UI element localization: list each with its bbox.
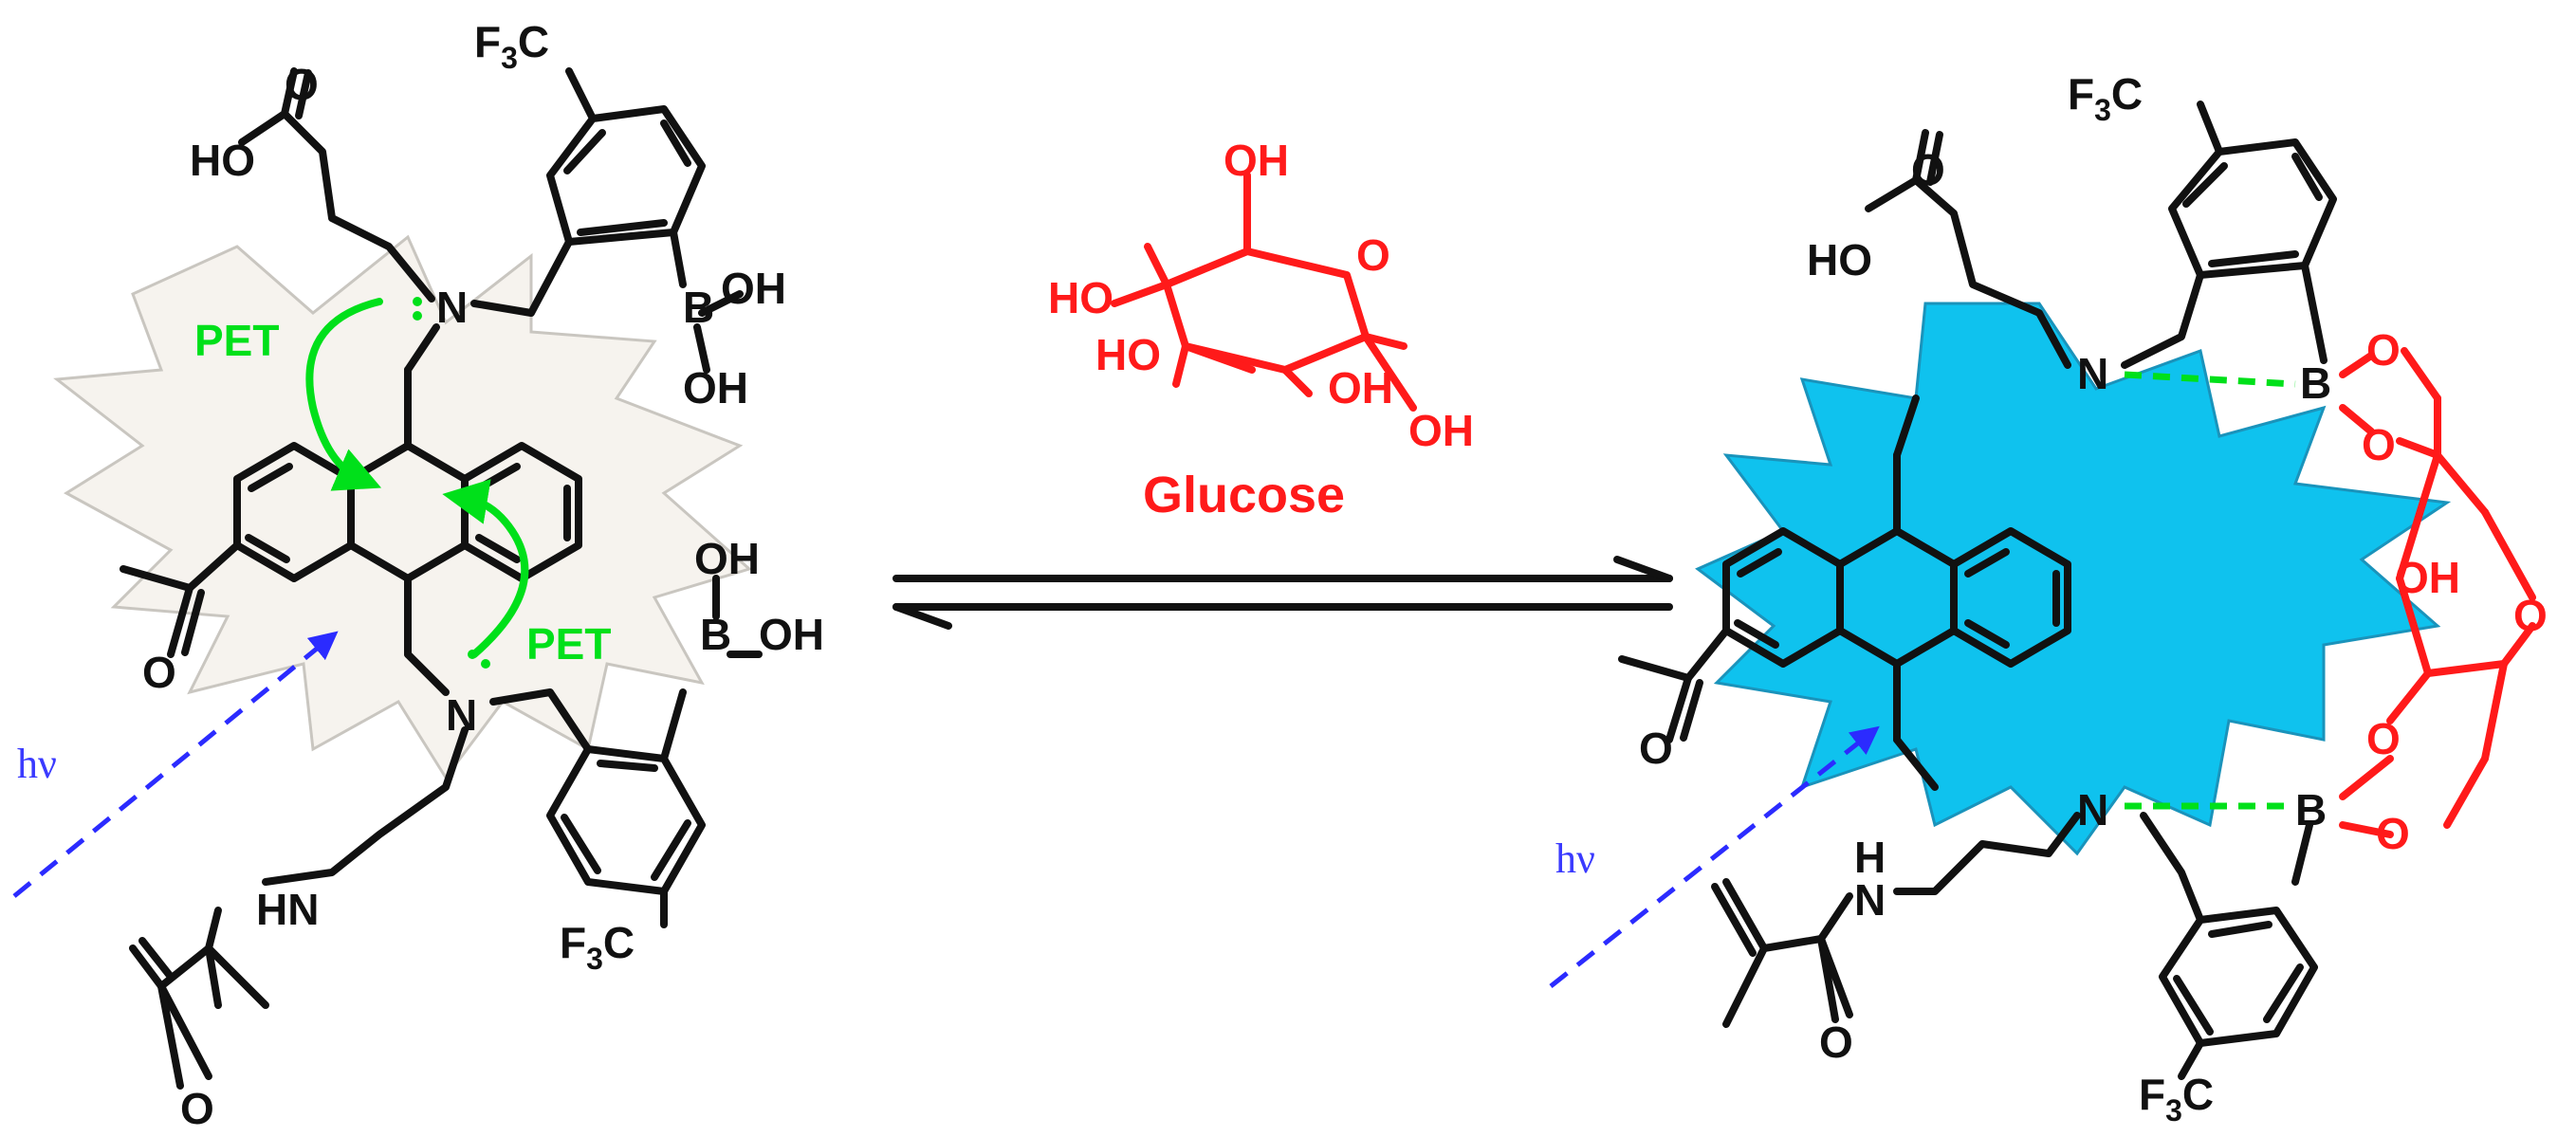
boronic-oh-label: OH: [721, 264, 786, 313]
glucose-oh-label: OH: [1328, 363, 1393, 413]
lone-pair-dot: [413, 311, 422, 321]
fluorescence-burst: [1695, 302, 2452, 856]
boron-label: B: [2300, 358, 2331, 408]
ester-o-label: O: [2366, 714, 2401, 763]
amide-h-label: H: [1854, 833, 1886, 882]
carboxyl-ho-label: HO: [190, 136, 255, 185]
boronic-oh-label: OH: [683, 363, 748, 413]
carboxyl-o-label: O: [1911, 145, 1945, 194]
lone-pair-dot: [468, 650, 477, 659]
amine-n-label: N: [2077, 785, 2108, 834]
pet-label: PET: [194, 316, 279, 365]
amine-n-label: N: [2077, 349, 2108, 398]
glucose-ring-o-label: O: [2513, 591, 2548, 640]
amine-n-label: N: [446, 690, 477, 740]
amide-hn-label: HN: [256, 885, 319, 934]
pet-arrow-top: [305, 298, 383, 491]
glucose-ring-o-label: O: [1356, 230, 1390, 280]
equilibrium-arrows: [892, 556, 1673, 630]
pet-label: PET: [526, 619, 611, 669]
hv-label: hν: [17, 741, 57, 787]
amide-o-label: O: [1819, 1018, 1853, 1067]
lone-pair-dot: [481, 659, 490, 669]
glucose-label: Glucose: [1143, 467, 1345, 523]
amide-o-label: O: [180, 1084, 214, 1133]
boron-label: B: [2295, 785, 2327, 834]
amine-n-label: N: [436, 283, 468, 332]
glucose-oh-label: OH: [1408, 406, 1474, 455]
boron-label: B: [700, 610, 731, 659]
glucose-oh-label: HO: [1095, 330, 1161, 379]
bound-glucose: [2339, 347, 2536, 838]
nb-interaction-top: [2124, 371, 2296, 388]
ester-o-label: O: [2362, 420, 2396, 469]
boron-label: B: [683, 283, 714, 332]
reactant-molecule: F3C HO O N B OH OH PET PET N B OH OH O H…: [12, 17, 824, 1133]
boronic-oh-label: OH: [759, 610, 824, 659]
glucose-oh-label: OH: [2395, 553, 2460, 602]
cf3-label: F3C: [474, 17, 549, 75]
cf3-label: F3C: [560, 918, 635, 976]
product-complex: F3C HO O N B O O OH O O O B N O H N O F3…: [1549, 69, 2548, 1128]
ester-o-label: O: [2376, 809, 2410, 858]
cf3-label: F3C: [2068, 69, 2143, 127]
lone-pair-dot: [413, 297, 422, 306]
glucose-molecule: OH HO HO OH OH O Glucose: [1048, 136, 1474, 523]
quenched-glow-burst: [53, 234, 753, 780]
boronic-oh-label: OH: [694, 534, 760, 583]
ester-o-label: O: [2366, 325, 2401, 375]
amide-n-label: N: [1854, 875, 1886, 925]
pet-arrow-bottom: [442, 479, 529, 658]
acetyl-group: [120, 541, 241, 658]
carboxyl-ho-label: HO: [1807, 235, 1872, 284]
acetyl-o-label: O: [142, 648, 176, 697]
carboxyl-o-label: O: [285, 60, 319, 109]
cf3-label: F3C: [2139, 1070, 2214, 1128]
hv-label: hν: [1555, 835, 1595, 882]
glucose-oh-label: OH: [1224, 136, 1289, 185]
glucose-oh-label: HO: [1048, 273, 1113, 322]
acetyl-o-label: O: [1639, 724, 1673, 773]
